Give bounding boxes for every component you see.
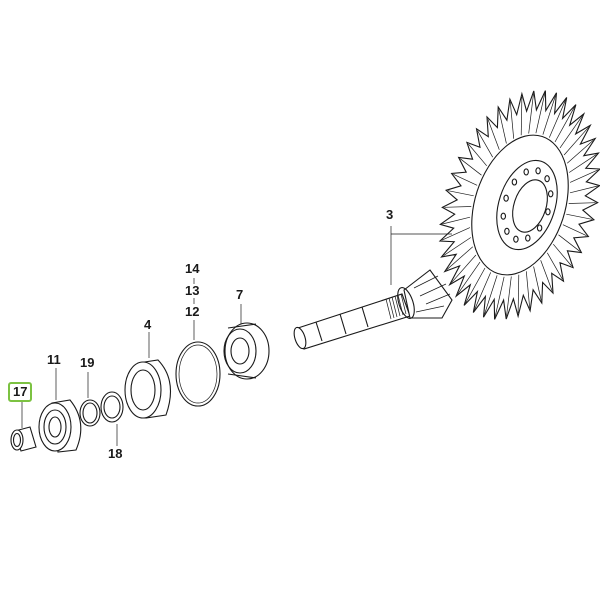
ring-gear-tooth xyxy=(487,119,500,150)
ring-gear-tooth xyxy=(484,275,498,315)
bolt-hole xyxy=(523,168,529,176)
ring-gear-tooth xyxy=(477,130,494,158)
ring-gear-tooth xyxy=(459,158,482,176)
ring-gear-tooth xyxy=(542,95,556,135)
ring-gear-tooth xyxy=(559,115,583,149)
ring-gear-tooth xyxy=(569,169,599,183)
spline-line xyxy=(394,295,401,317)
bolt-hole xyxy=(513,235,519,243)
ring-gear-tooth xyxy=(569,154,597,173)
ring-gear-tooth xyxy=(441,227,471,241)
ring-gear-tooth xyxy=(520,96,523,136)
callout-3[interactable]: 3 xyxy=(386,207,394,222)
bolt-hole xyxy=(547,190,554,198)
ring-gear-tooth xyxy=(494,276,505,317)
callout-14[interactable]: 14 xyxy=(185,261,200,276)
bolt-hole xyxy=(536,224,543,232)
bolt-hole xyxy=(503,194,509,202)
ring-gear-tooth xyxy=(546,252,563,280)
ring-gear-tooth xyxy=(554,106,575,143)
spline-line xyxy=(391,296,398,318)
ring-gear-tooth xyxy=(442,216,471,225)
ring-gear-tooth xyxy=(457,261,481,295)
bearing-cup-4[interactable] xyxy=(124,359,172,419)
ring-gear-tooth xyxy=(506,276,512,317)
callout-19[interactable]: 19 xyxy=(80,355,95,370)
ring-gear-tooth xyxy=(443,237,471,256)
ring-gear-tooth xyxy=(558,234,581,252)
ring-gear-tooth xyxy=(498,109,507,144)
ring-gear-tooth xyxy=(468,143,487,167)
shim-18[interactable] xyxy=(100,391,124,423)
ring-gear-tooth xyxy=(525,271,531,309)
leader-lines xyxy=(21,226,452,446)
ring-gear-tooth xyxy=(563,127,589,156)
bolt-hole xyxy=(545,208,551,216)
ring-gear-tooth xyxy=(566,213,592,220)
spline-line xyxy=(400,293,407,315)
pinion-shaft[interactable] xyxy=(292,269,453,350)
spline-line xyxy=(385,298,392,320)
ring-gear-tooth xyxy=(553,243,572,267)
bearing-7[interactable] xyxy=(223,322,270,380)
bolt-hole xyxy=(500,212,507,220)
ring-gear-tooth xyxy=(448,190,474,197)
ring-gear-tooth xyxy=(568,202,596,204)
bearing-11[interactable] xyxy=(38,399,82,453)
o-ring-12[interactable] xyxy=(175,341,221,407)
ring-gear[interactable] xyxy=(438,90,600,320)
callout-12[interactable]: 12 xyxy=(185,304,200,319)
shim-19[interactable] xyxy=(79,399,101,427)
bolt-hole xyxy=(504,227,510,235)
ring-gear-tooth xyxy=(451,254,477,283)
ring-gear-tooth xyxy=(569,185,598,194)
pinion-shaft-splines xyxy=(385,293,407,320)
ring-gear-tooth xyxy=(517,274,520,314)
bolt-hole xyxy=(525,234,531,242)
callout-11[interactable]: 11 xyxy=(47,352,61,367)
ring-gear-tooth xyxy=(474,272,492,310)
spacer-17[interactable] xyxy=(10,426,37,452)
bolt-hole xyxy=(535,167,541,175)
ring-gear-tooth xyxy=(446,246,474,271)
ring-gear-tooth xyxy=(535,93,546,134)
ring-gear-tooth xyxy=(533,266,542,301)
callout-18[interactable]: 18 xyxy=(108,446,123,461)
callout-7[interactable]: 7 xyxy=(236,287,244,302)
ring-gear-tooth xyxy=(465,267,486,304)
bolt-hole xyxy=(511,178,518,186)
ring-gear-tooth xyxy=(509,101,515,139)
ring-gear-tooth xyxy=(453,173,478,186)
bolt-hole xyxy=(544,175,550,183)
callout-4[interactable]: 4 xyxy=(144,317,152,332)
callout-17-highlighted[interactable]: 17 xyxy=(8,382,33,402)
ring-gear-tooth xyxy=(540,260,553,291)
ring-gear-tooth xyxy=(562,224,587,237)
ring-gear-bolt-holes xyxy=(500,167,554,243)
ring-gear-tooth xyxy=(566,139,594,164)
ring-gear-tooth xyxy=(548,100,566,138)
callout-13[interactable]: 13 xyxy=(185,283,200,298)
ring-gear-tooth xyxy=(444,206,472,208)
ring-gear-tooth xyxy=(528,93,534,134)
spline-line xyxy=(388,297,395,319)
